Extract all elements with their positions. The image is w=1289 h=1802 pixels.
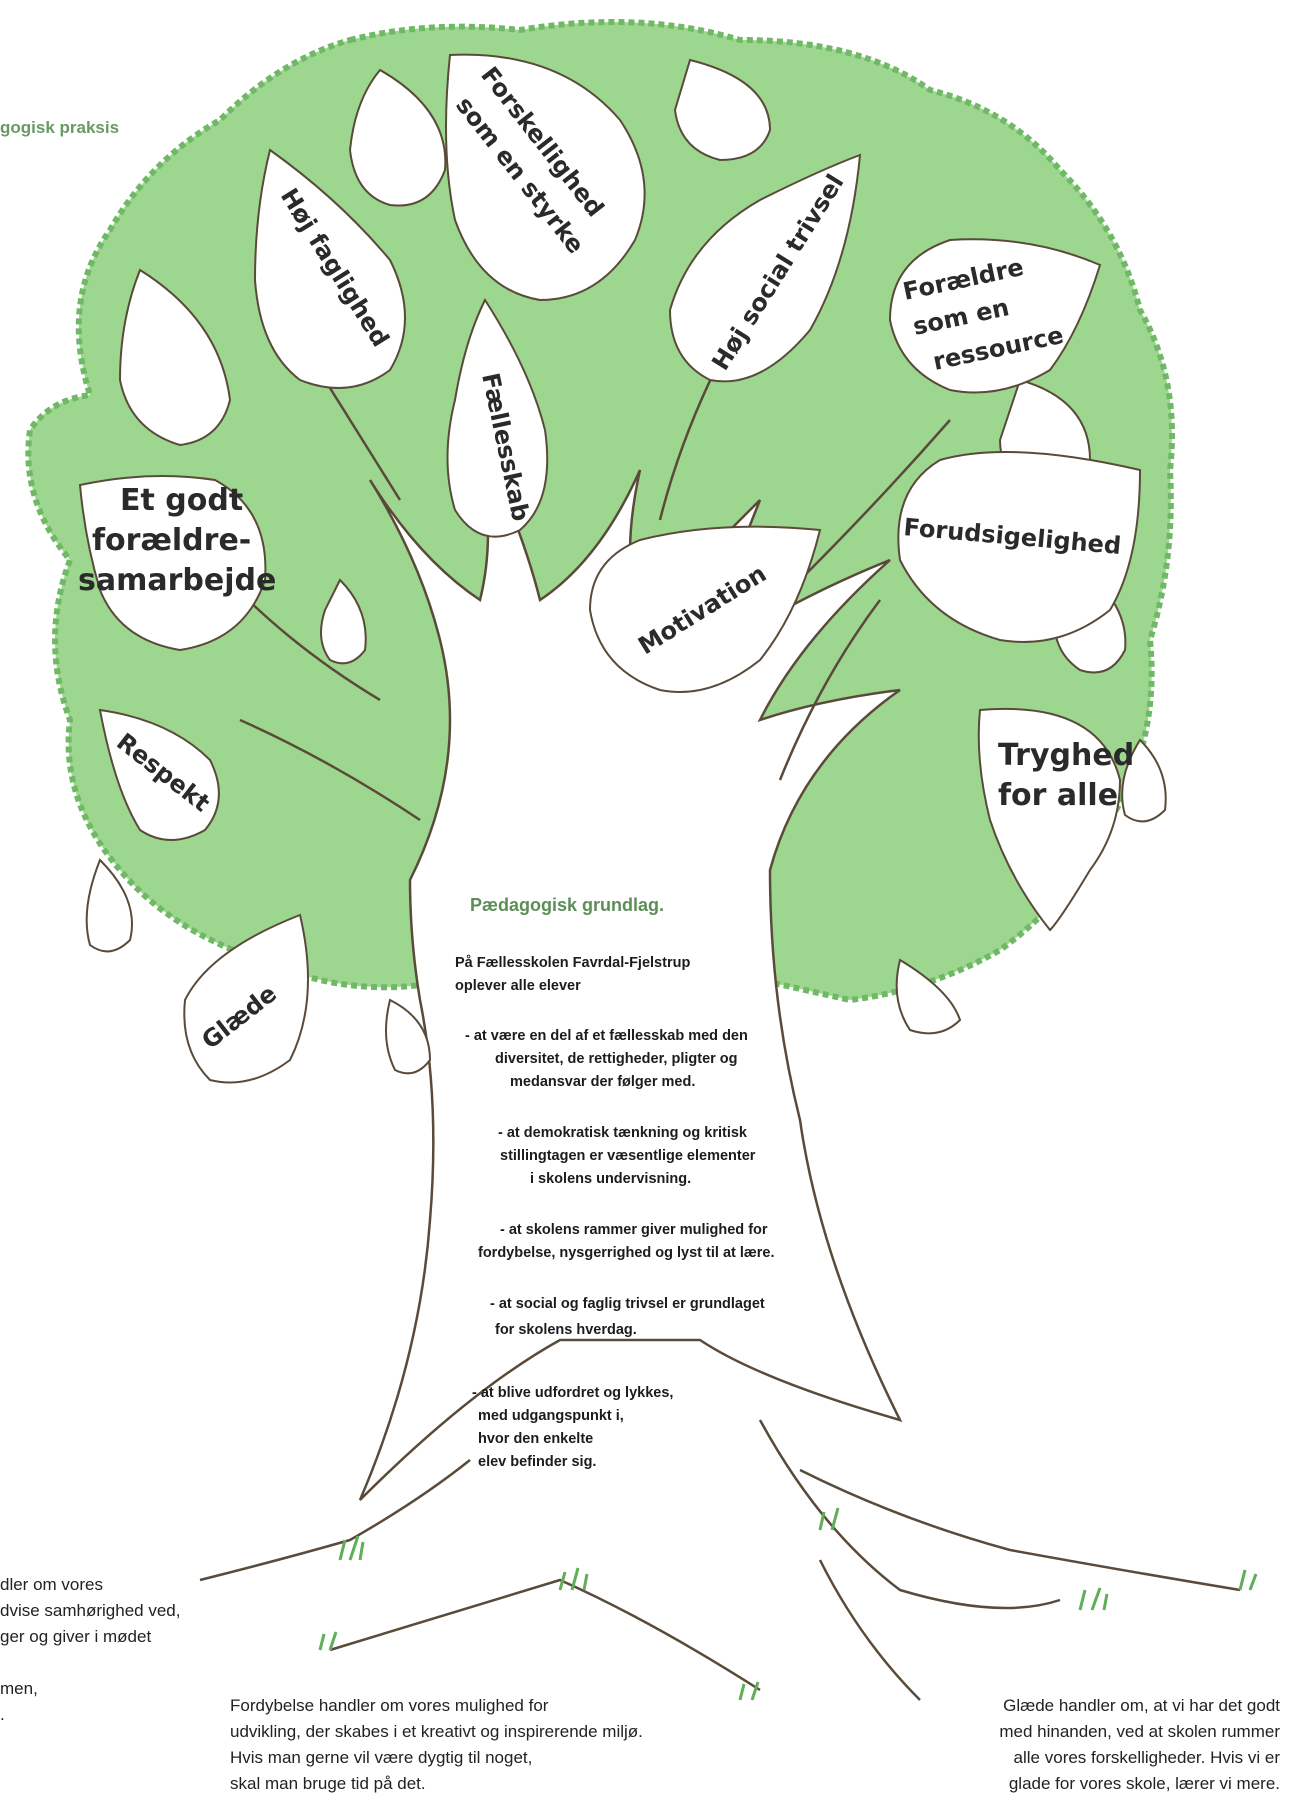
caption-right-line-1: Glæde handler om, at vi har det godt <box>920 1693 1280 1719</box>
center-bullet-1-line-3: medansvar der følger med. <box>510 1074 695 1090</box>
caption-left-line-3: ger og giver i mødet <box>0 1624 180 1650</box>
center-intro-line-2: oplever alle elever <box>455 978 581 994</box>
center-bullet-2-line-1: - at demokratisk tænkning og kritisk <box>498 1125 747 1141</box>
center-bullet-3-line-2: fordybelse, nysgerrighed og lyst til at … <box>478 1245 775 1261</box>
leaf-tryghed-line-2: for alle <box>998 778 1118 813</box>
caption-middle-line-4: skal man bruge tid på det. <box>230 1771 643 1797</box>
caption-left-line-2: dvise samhørighed ved, <box>0 1598 180 1624</box>
caption-right-line-4: glade for vores skole, lærer vi mere. <box>920 1771 1280 1797</box>
caption-right: Glæde handler om, at vi har det godt med… <box>920 1693 1280 1797</box>
center-bullet-2-line-3: i skolens undervisning. <box>530 1171 691 1187</box>
grass-tufts <box>320 1508 1256 1700</box>
center-bullet-4-line-2: for skolens hverdag. <box>495 1322 637 1338</box>
leaf-foraeldre-samarbejde-line-3: samarbejde <box>78 563 276 598</box>
leaf-foraeldre-samarbejde-line-1: Et godt <box>120 483 243 518</box>
center-bullet-2-line-2: stillingtagen er væsentlige elementer <box>500 1148 755 1164</box>
center-bullet-5-line-2: med udgangspunkt i, <box>478 1408 624 1424</box>
center-bullet-1-line-1: - at være en del af et fællesskab med de… <box>465 1028 748 1044</box>
caption-middle: Fordybelse handler om vores mulighed for… <box>230 1693 643 1797</box>
caption-right-line-3: alle vores forskelligheder. Hvis vi er <box>920 1745 1280 1771</box>
leaf-glaede: Glæde <box>184 915 308 1083</box>
caption-right-line-2: med hinanden, ved at skolen rummer <box>920 1719 1280 1745</box>
caption-left-line-1: dler om vores <box>0 1572 180 1598</box>
caption-middle-line-1: Fordybelse handler om vores mulighed for <box>230 1693 643 1719</box>
center-intro-line-1: På Fællesskolen Favrdal-Fjelstrup <box>455 955 690 971</box>
leaf-tryghed-line-1: Tryghed <box>998 738 1134 773</box>
center-bullet-3-line-1: - at skolens rammer giver mulighed for <box>500 1222 768 1238</box>
tree-roots <box>200 1420 1240 1700</box>
caption-left-line-5: men, <box>0 1676 180 1702</box>
center-bullet-5-line-4: elev befinder sig. <box>478 1454 596 1470</box>
caption-left-line-4 <box>0 1650 180 1676</box>
center-bullet-4-line-1: - at social og faglig trivsel er grundla… <box>490 1296 765 1312</box>
center-title: Pædagogisk grundlag. <box>470 895 664 916</box>
center-bullet-5-line-3: hvor den enkelte <box>478 1431 593 1447</box>
center-bullet-5-line-1: - at blive udfordret og lykkes, <box>472 1385 673 1401</box>
caption-middle-line-2: udvikling, der skabes i et kreativt og i… <box>230 1719 643 1745</box>
leaf-foraeldre-samarbejde-line-2: forældre- <box>92 523 251 558</box>
caption-left-line-6: . <box>0 1702 180 1728</box>
caption-middle-line-3: Hvis man gerne vil være dygtig til noget… <box>230 1745 643 1771</box>
center-bullet-1-line-2: diversitet, de rettigheder, pligter og <box>495 1051 738 1067</box>
caption-left-partial: dler om vores dvise samhørighed ved, ger… <box>0 1572 180 1728</box>
